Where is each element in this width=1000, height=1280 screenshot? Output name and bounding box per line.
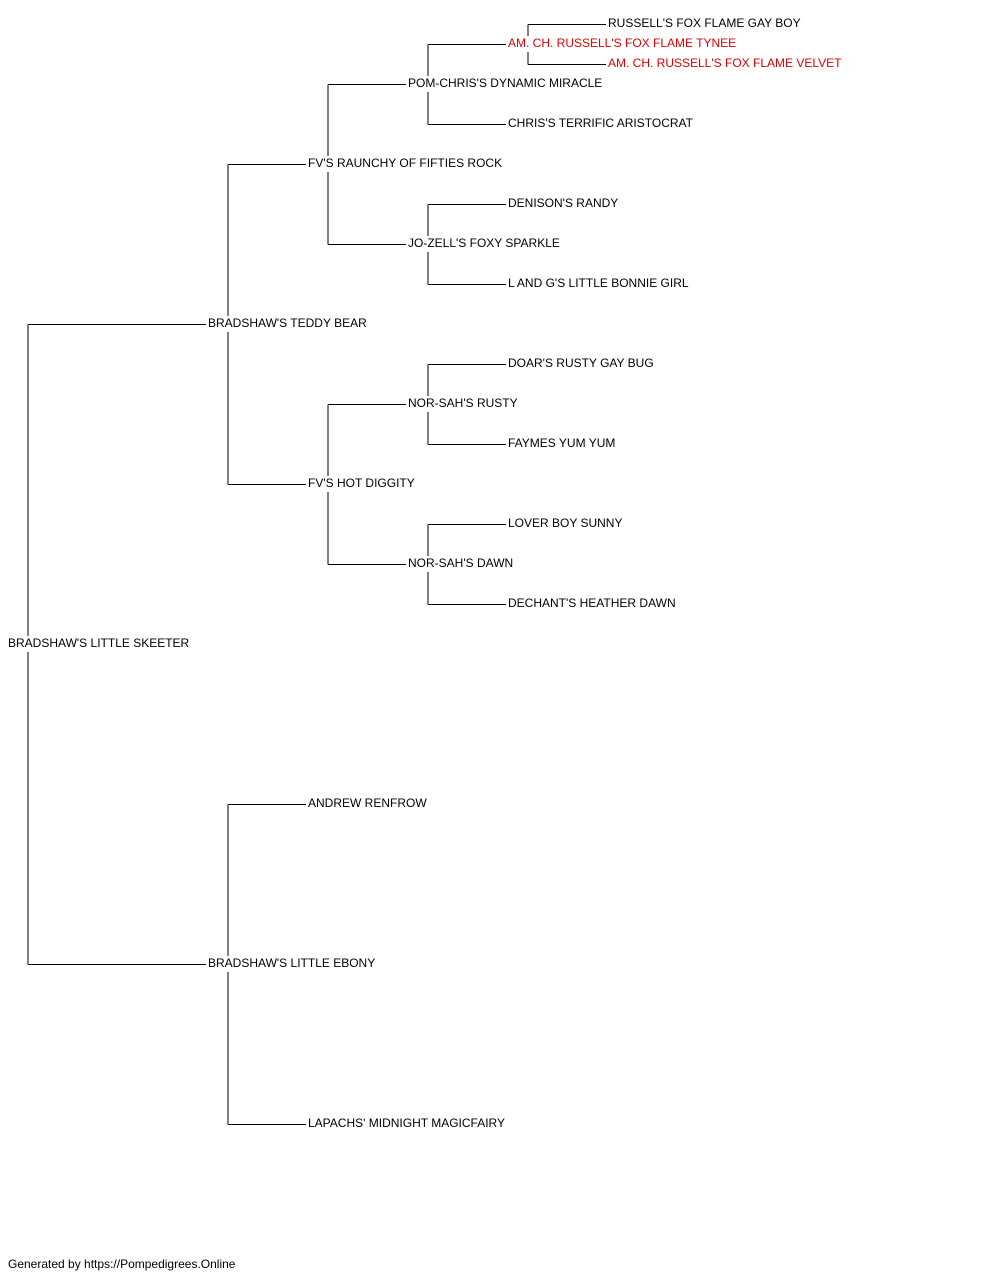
dog-name-fv-s-hot-diggity: FV'S HOT DIGGITY bbox=[308, 476, 415, 490]
dog-name-am-ch-russell-s-fox-flame-velvet: AM. CH. RUSSELL'S FOX FLAME VELVET bbox=[608, 56, 842, 70]
dog-name-doar-s-rusty-gay-bug: DOAR'S RUSTY GAY BUG bbox=[508, 356, 654, 370]
pedigree-connectors bbox=[27, 24, 606, 1125]
dog-name-denison-s-randy: DENISON'S RANDY bbox=[508, 196, 618, 210]
dog-name-lover-boy-sunny: LOVER BOY SUNNY bbox=[508, 516, 622, 530]
dog-name-nor-sah-s-rusty: NOR-SAH'S RUSTY bbox=[408, 396, 518, 410]
dog-name-faymes-yum-yum: FAYMES YUM YUM bbox=[508, 436, 615, 450]
pedigree-names: BRADSHAW'S LITTLE SKEETER BRADSHAW'S TEDD… bbox=[8, 16, 842, 1130]
dog-name-chris-s-terrific-aristocrat: CHRIS'S TERRIFIC ARISTOCRAT bbox=[508, 116, 694, 130]
dog-name-bradshaw-s-little-skeeter: BRADSHAW'S LITTLE SKEETER bbox=[8, 636, 190, 650]
dog-name-lapachs-midnight-magicfairy: LAPACHS' MIDNIGHT MAGICFAIRY bbox=[308, 1116, 505, 1130]
dog-name-andrew-renfrow: ANDREW RENFROW bbox=[308, 796, 427, 810]
dog-name-bradshaw-s-little-ebony: BRADSHAW'S LITTLE EBONY bbox=[208, 956, 375, 970]
dog-name-bradshaw-s-teddy-bear: BRADSHAW'S TEDDY BEAR bbox=[208, 316, 367, 330]
dog-name-dechant-s-heather-dawn: DECHANT'S HEATHER DAWN bbox=[508, 596, 676, 610]
dog-name-fv-s-raunchy-of-fifties-rock: FV'S RAUNCHY OF FIFTIES ROCK bbox=[308, 156, 502, 170]
dog-name-l-and-g-s-little-bonnie-girl: L AND G'S LITTLE BONNIE GIRL bbox=[508, 276, 689, 290]
dog-name-pom-chris-s-dynamic-miracle: POM-CHRIS'S DYNAMIC MIRACLE bbox=[408, 76, 602, 90]
dog-name-nor-sah-s-dawn: NOR-SAH'S DAWN bbox=[408, 556, 513, 570]
dog-name-russell-s-fox-flame-gay-boy: RUSSELL'S FOX FLAME GAY BOY bbox=[608, 16, 801, 30]
dog-name-jo-zell-s-foxy-sparkle: JO-ZELL'S FOXY SPARKLE bbox=[408, 236, 560, 250]
footer-credit: Generated by https://Pompedigrees.Online bbox=[8, 1257, 236, 1271]
dog-name-am-ch-russell-s-fox-flame-tynee: AM. CH. RUSSELL'S FOX FLAME TYNEE bbox=[508, 36, 736, 50]
